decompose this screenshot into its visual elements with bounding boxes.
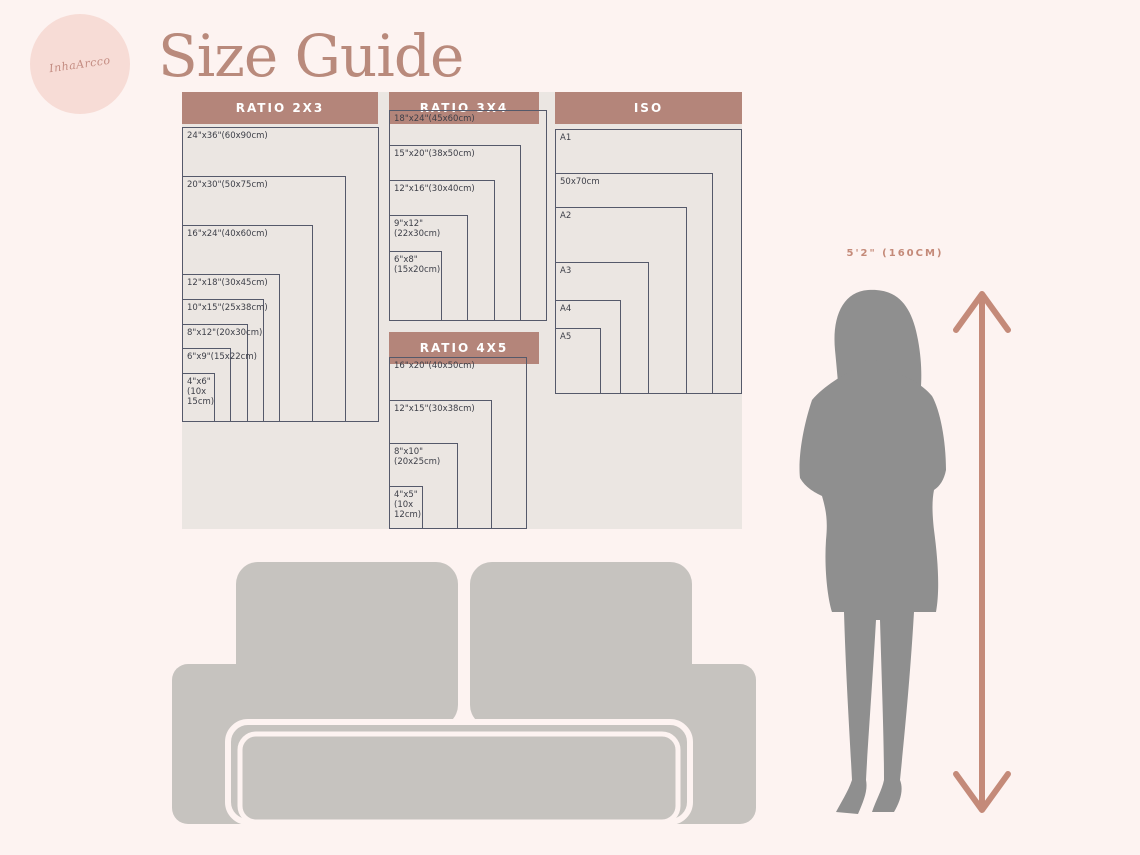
- size-label-ratio-3x4-3: 9"x12" (22x30cm): [394, 219, 441, 240]
- size-frame-ratio-3x4-4: [389, 250, 442, 321]
- page-title: Size Guide: [158, 22, 464, 90]
- height-label: 5'2" (160CM): [846, 248, 944, 259]
- size-label-ratio-3x4-2: 12"x16"(30x40cm): [394, 184, 475, 195]
- size-label-ratio-2x3-7: 4"x6" (10x 15cm): [187, 376, 215, 407]
- height-arrow-top-head: [953, 291, 1011, 333]
- size-label-ratio-4x5-1: 12"x15"(30x38cm): [394, 404, 475, 414]
- size-label-iso-3: A3: [560, 266, 572, 276]
- header-ratio-2x3: RATIO 2X3: [182, 92, 378, 124]
- body-silhouette: [799, 360, 946, 814]
- size-frame-iso-5: [555, 327, 602, 394]
- size-label-ratio-4x5-3: 4"x5" (10x 12cm): [394, 490, 422, 520]
- size-label-ratio-2x3-0: 24"x36"(60x90cm): [187, 130, 268, 141]
- size-label-ratio-3x4-0: 18"x24"(45x60cm): [394, 113, 475, 124]
- size-label-iso-2: A2: [560, 210, 572, 221]
- size-label-ratio-2x3-6: 6"x9"(15x22cm): [187, 352, 257, 363]
- size-label-ratio-4x5-2: 8"x10" (20x25cm): [394, 447, 441, 467]
- size-chart-panel: RATIO 2X3 24"x36"(60x90cm) 20"x30"(50x75cm…: [182, 92, 743, 529]
- brand-logo: InhaArcco: [30, 14, 130, 114]
- header-iso: ISO: [555, 92, 742, 124]
- size-label-ratio-4x5-0: 16"x20"(40x50cm): [394, 361, 475, 371]
- size-frame-ratio-2x3-7: [182, 372, 215, 422]
- size-label-ratio-2x3-5: 8"x12"(20x30cm): [187, 327, 263, 338]
- sofa-seat-cushion: [237, 731, 681, 825]
- sofa-back-cushion-left: [236, 562, 458, 727]
- size-label-iso-0: A1: [560, 133, 572, 144]
- size-label-ratio-2x3-2: 16"x24"(40x60cm): [187, 229, 268, 240]
- height-arrow: [953, 291, 1011, 813]
- size-label-ratio-2x3-3: 12"x18"(30x45cm): [187, 278, 268, 289]
- size-label-ratio-2x3-1: 20"x30"(50x75cm): [187, 180, 268, 190]
- size-label-ratio-2x3-4: 10"x15"(25x38cm): [187, 303, 268, 313]
- header-ratio-3x4: RATIO 3X4: [389, 92, 539, 124]
- height-arrow-bottom-head: [953, 771, 1011, 813]
- woman-silhouette: [799, 289, 946, 814]
- size-label-iso-4: A4: [560, 304, 572, 315]
- header-ratio-4x5: RATIO 4X5: [389, 332, 539, 364]
- size-label-ratio-3x4-1: 15"x20"(38x50cm): [394, 149, 475, 159]
- size-label-iso-1: 50x70cm: [560, 177, 600, 188]
- sofa-illustration: [172, 562, 756, 825]
- size-frame-ratio-4x5-3: [389, 486, 424, 529]
- sofa-back-cushion-right: [470, 562, 692, 727]
- size-label-iso-5: A5: [560, 331, 572, 342]
- size-label-ratio-3x4-4: 6"x8" (15x20cm): [394, 254, 441, 275]
